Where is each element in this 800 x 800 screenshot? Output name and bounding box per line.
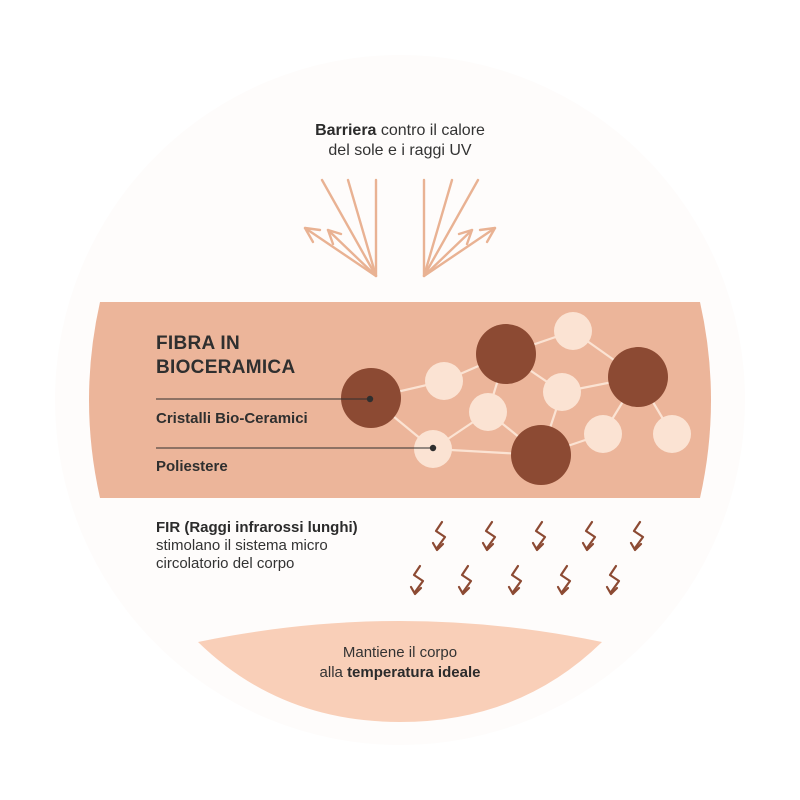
- fiber-title-line2: BIOCERAMICA: [156, 357, 296, 378]
- fir-caption: FIR (Raggi infrarossi lunghi) stimolano …: [156, 519, 416, 573]
- fiber-title-line1: FIBRA IN: [156, 333, 241, 354]
- fir-line2: stimolano il sistema micro: [156, 537, 328, 554]
- light-node: [653, 415, 691, 453]
- barrier-caption: Barriera contro il calore del sole e i r…: [200, 121, 600, 161]
- polyester-label: Poliestere: [156, 458, 228, 475]
- body-temperature-caption: Mantiene il corpo alla temperatura ideal…: [250, 643, 550, 683]
- pointer-lines: [156, 398, 433, 449]
- dark-node: [476, 324, 536, 384]
- barrier-bold: Barriera: [315, 122, 377, 139]
- body-temp-bold: temperatura ideale: [347, 664, 481, 681]
- polyester-pointer-dot: [429, 444, 437, 452]
- barrier-line2: del sole e i raggi UV: [328, 142, 472, 159]
- polyester-nodes: [414, 312, 691, 468]
- fir-line3: circolatorio del corpo: [156, 555, 295, 572]
- light-node: [543, 373, 581, 411]
- fiber-title: FIBRA IN BIOCERAMICA: [156, 332, 336, 380]
- body-temp-line1: Mantiene il corpo: [342, 644, 458, 661]
- body-temperature-shape: [198, 621, 602, 722]
- light-node: [554, 312, 592, 350]
- body-temp-prefix: alla: [319, 664, 348, 681]
- crystals-label: Cristalli Bio-Ceramici: [156, 410, 308, 427]
- dark-node: [608, 347, 668, 407]
- light-node: [425, 362, 463, 400]
- barrier-rest: contro il calore: [376, 122, 485, 139]
- reflection-arrows: [303, 178, 497, 278]
- fir-bold: FIR (Raggi infrarossi lunghi): [156, 519, 358, 536]
- light-node: [584, 415, 622, 453]
- dark-node: [511, 425, 571, 485]
- light-node: [469, 393, 507, 431]
- crystal-pointer-dot: [366, 395, 374, 403]
